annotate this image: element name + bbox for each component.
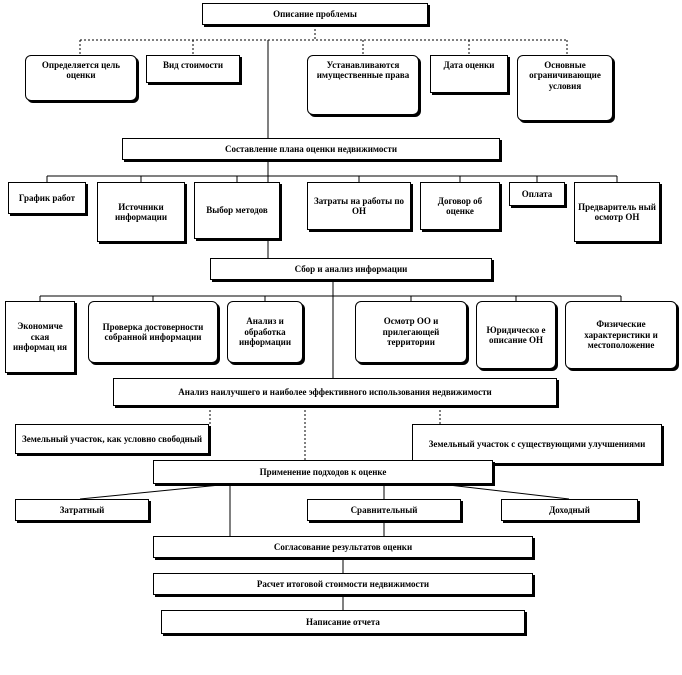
land-improved-box: Земельный участок с существующими улучше… xyxy=(412,424,662,464)
connector-line xyxy=(439,483,570,500)
sales-comparison-box: Сравнительный xyxy=(307,499,461,521)
contract-box: Договор об оценке xyxy=(420,182,500,230)
method-selection-box: Выбор методов xyxy=(194,182,280,239)
limiting-conditions-box: Основные ограничивающие условия xyxy=(517,55,613,121)
approaches-box: Применение подходов к оценке xyxy=(153,460,493,484)
economic-info-box: Экономиче ская информац ия xyxy=(5,301,75,373)
valuation-date-box: Дата оценки xyxy=(430,55,508,93)
cost-approach-box: Затратный xyxy=(15,499,149,521)
preliminary-inspection-box: Предваритель ный осмотр ОН xyxy=(574,182,660,242)
connector-line xyxy=(79,483,231,500)
problem-box: Описание проблемы xyxy=(202,3,428,25)
report-box: Написание отчета xyxy=(161,610,525,634)
payment-box: Оплата xyxy=(509,182,565,206)
info-sources-box: Источники информации xyxy=(97,182,185,242)
schedule-box: График работ xyxy=(8,182,86,214)
income-approach-box: Доходный xyxy=(501,499,638,521)
property-rights-box: Устанавливаются имущественные права xyxy=(307,55,419,115)
collect-info-box: Сбор и анализ информации xyxy=(210,258,492,280)
physical-characteristics-box: Физические характеристики и местоположен… xyxy=(565,301,677,369)
value-type-box: Вид стоимости xyxy=(146,55,240,83)
legal-description-box: Юридическо е описание ОН xyxy=(476,301,556,369)
reconciliation-box: Согласование результатов оценки xyxy=(153,536,533,558)
plan-box: Составление плана оценки недвижимости xyxy=(122,138,500,160)
final-value-box: Расчет итоговой стоимости недвижимости xyxy=(153,573,533,595)
verification-box: Проверка достоверности собранной информа… xyxy=(88,301,218,363)
best-use-box: Анализ наилучшего и наиболее эффективног… xyxy=(113,378,557,406)
site-inspection-box: Осмотр ОО и прилегающей территории xyxy=(355,301,467,363)
goal-box: Определяется цель оценки xyxy=(25,55,137,101)
land-vacant-box: Земельный участок, как условно свободный xyxy=(15,424,209,454)
work-costs-box: Затраты на работы по ОН xyxy=(307,182,411,230)
info-processing-box: Анализ и обработка информации xyxy=(227,301,303,363)
